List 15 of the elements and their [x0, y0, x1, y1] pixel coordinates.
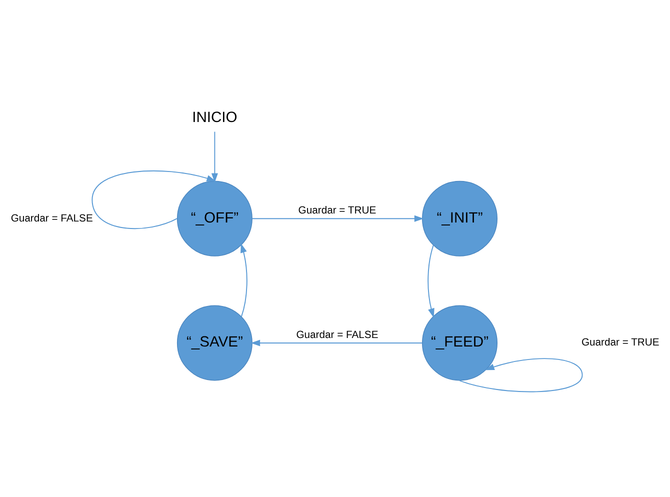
arrow [92, 170, 216, 230]
node-circle: “_INIT” [422, 180, 498, 256]
edge-label: Guardar = TRUE [581, 338, 660, 349]
arrow [211, 131, 218, 183]
edge-label: Guardar = FALSE [10, 213, 93, 224]
edge-label: Guardar = FALSE [296, 330, 378, 341]
node-circle: “_FEED” [422, 305, 498, 381]
arrow [252, 215, 424, 222]
node-circle: “_SAVE” [176, 305, 252, 381]
edge-label: Guardar = TRUE [298, 206, 376, 217]
node-text: INICIO [192, 110, 238, 126]
arrow [250, 340, 423, 346]
arrow [240, 243, 248, 318]
node-circle: “_OFF” [176, 180, 252, 256]
arrow [428, 244, 434, 318]
